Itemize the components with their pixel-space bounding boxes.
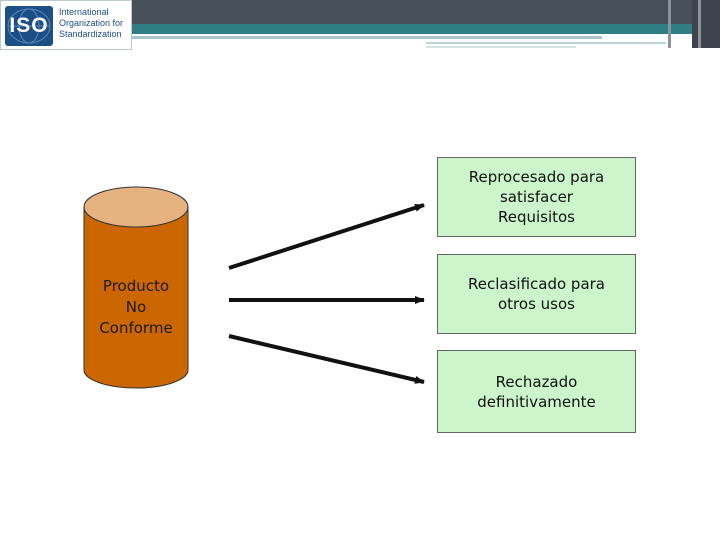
- outcome-box-reject: Rechazado definitivamente: [437, 350, 636, 433]
- iso-name-line: International: [59, 7, 109, 17]
- source-label-line: Producto: [102, 277, 170, 295]
- source-label-line: No: [125, 298, 147, 316]
- outcome-box-reprocess: Reprocesado para satisfacer Requisitos: [437, 157, 636, 237]
- source-label-line: Conforme: [99, 319, 173, 337]
- outcome-line: Requisitos: [497, 208, 575, 226]
- header-rule-2: [426, 42, 666, 44]
- outcome-line: Reclasificado para: [468, 275, 605, 293]
- iso-name-line: Organization for: [59, 18, 124, 28]
- source-label: Producto No Conforme: [88, 276, 184, 339]
- iso-globe-icon: [5, 6, 53, 46]
- outcome-box-reclassify: Reclasificado para otros usos: [437, 254, 636, 334]
- iso-mark: ISO: [9, 14, 49, 37]
- iso-logo: ISO International Organization for Stand…: [0, 0, 132, 50]
- header-corner: [692, 0, 720, 48]
- outcome-text: Reclasificado para otros usos: [462, 274, 611, 314]
- header-band-dark: [132, 0, 720, 24]
- outcome-line: Rechazado: [495, 372, 578, 391]
- header-rule-3: [426, 46, 576, 48]
- iso-name: International Organization for Standardi…: [59, 7, 131, 40]
- outcome-line: satisfacer: [499, 188, 573, 206]
- header-bar: [668, 0, 671, 48]
- header-band-teal: [132, 24, 692, 34]
- outcome-line: Reprocesado para: [468, 168, 605, 186]
- outcome-line: definitivamente: [477, 392, 596, 411]
- outcome-text: Rechazado definitivamente: [471, 372, 601, 412]
- cylinder-top: [83, 186, 189, 228]
- arrow-to-reject: [228, 334, 425, 384]
- header-rule-1: [132, 36, 602, 39]
- iso-name-line: Standardization: [59, 29, 122, 39]
- arrow-to-reprocess: [228, 203, 425, 270]
- globe-icon: [7, 8, 51, 44]
- header-bar: [698, 0, 701, 48]
- outcome-text: Reprocesado para satisfacer Requisitos: [463, 167, 611, 227]
- cylinder-body: [83, 206, 189, 389]
- outcome-line: otros usos: [498, 295, 575, 313]
